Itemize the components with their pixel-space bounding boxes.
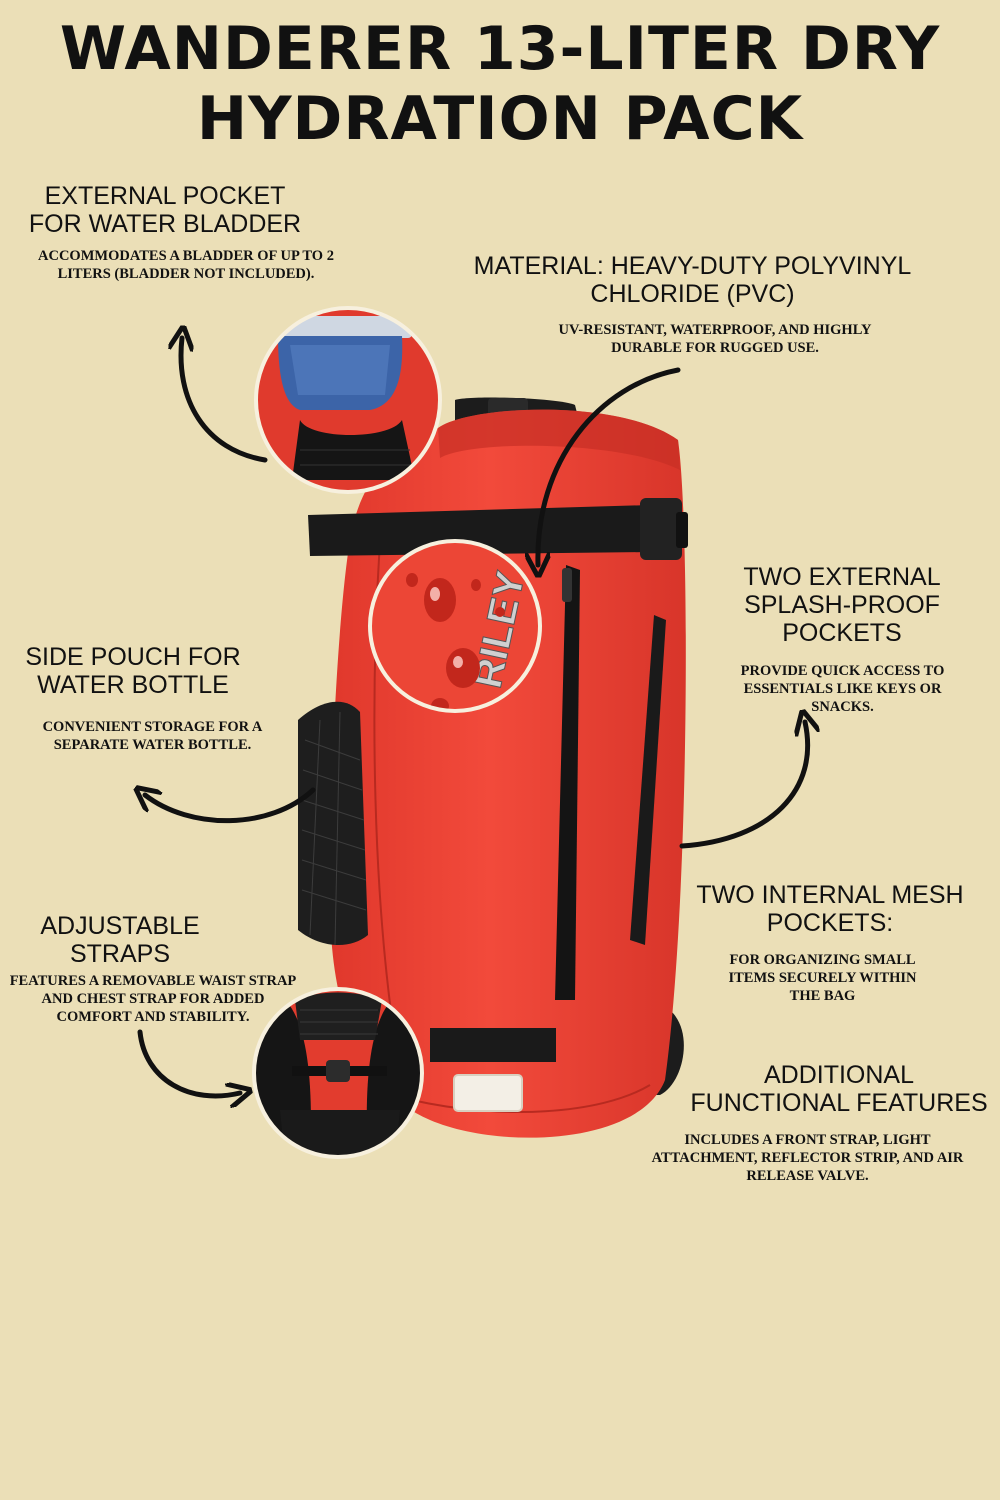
arrow-to-material bbox=[538, 367, 681, 565]
text-line: MATERIAL: HEAVY-DUTY POLYVINYL bbox=[473, 252, 912, 280]
text-line: FUNCTIONAL FEATURES bbox=[690, 1089, 988, 1117]
text-line: EXTERNAL POCKET bbox=[44, 182, 286, 210]
text-line: ITEMS SECURELY WITHIN bbox=[728, 970, 917, 986]
text-line: PROVIDE QUICK ACCESS TO bbox=[740, 663, 945, 679]
text-line: ADDITIONAL bbox=[763, 1061, 915, 1089]
arrow-to-bladder-heading bbox=[181, 338, 268, 463]
arrow-to-straps bbox=[137, 1029, 240, 1096]
text-line: ESSENTIALS LIKE KEYS OR bbox=[743, 681, 942, 697]
text-line: FOR ORGANIZING SMALL bbox=[729, 952, 916, 968]
feature-desc-internal-pockets: FOR ORGANIZING SMALL ITEMS SECURELY WITH… bbox=[700, 951, 945, 1005]
text-line: SPLASH-PROOF bbox=[744, 591, 940, 619]
text-line: AND CHEST STRAP FOR ADDED bbox=[41, 991, 265, 1007]
text-line: TWO EXTERNAL bbox=[743, 563, 941, 591]
text-line: CONVENIENT STORAGE FOR A bbox=[42, 719, 263, 735]
material-droplets-closeup: RILEY bbox=[368, 539, 542, 713]
text-line: INCLUDES A FRONT STRAP, LIGHT bbox=[684, 1132, 931, 1148]
text-line: POCKETS bbox=[782, 619, 902, 647]
feature-desc-external-pockets: PROVIDE QUICK ACCESS TO ESSENTIALS LIKE … bbox=[700, 662, 985, 716]
text-line: STRAPS bbox=[69, 940, 171, 968]
text-line: UV-RESISTANT, WATERPROOF, AND HIGHLY bbox=[558, 322, 872, 338]
text-line: FEATURES A REMOVABLE WAIST STRAP bbox=[9, 973, 297, 989]
text-line: ACCOMMODATES A BLADDER OF UP TO 2 bbox=[38, 248, 334, 264]
title-line-1: WANDERER 13-LITER DRY bbox=[59, 14, 941, 84]
text-line: TWO INTERNAL MESH bbox=[696, 881, 964, 909]
text-line: ATTACHMENT, REFLECTOR STRIP, AND AIR bbox=[651, 1150, 964, 1166]
feature-heading-external-pockets: TWO EXTERNAL SPLASH-PROOF POCKETS bbox=[712, 563, 972, 647]
text-line: SIDE POUCH FOR bbox=[25, 643, 241, 671]
feature-desc-side-pouch: CONVENIENT STORAGE FOR A SEPARATE WATER … bbox=[0, 718, 305, 754]
feature-heading-material: MATERIAL: HEAVY-DUTY POLYVINYL CHLORIDE … bbox=[445, 252, 940, 308]
feature-desc-additional: INCLUDES A FRONT STRAP, LIGHT ATTACHMENT… bbox=[620, 1131, 995, 1185]
text-line: LITERS (BLADDER NOT INCLUDED). bbox=[57, 266, 315, 282]
feature-heading-side-pouch: SIDE POUCH FOR WATER BOTTLE bbox=[0, 643, 266, 699]
feature-heading-straps: ADJUSTABLE STRAPS bbox=[0, 912, 240, 968]
bladder-pocket-closeup bbox=[254, 306, 442, 494]
text-line: SNACKS. bbox=[811, 699, 874, 715]
feature-desc-material: UV-RESISTANT, WATERPROOF, AND HIGHLY DUR… bbox=[500, 321, 930, 357]
text-line: WATER BOTTLE bbox=[37, 671, 229, 699]
feature-heading-external-pocket: EXTERNAL POCKET FOR WATER BLADDER bbox=[0, 182, 330, 238]
text-line: DURABLE FOR RUGGED USE. bbox=[611, 340, 819, 356]
straps-closeup bbox=[252, 987, 424, 1159]
text-line: FOR WATER BLADDER bbox=[28, 210, 302, 238]
text-line: CHLORIDE (PVC) bbox=[590, 280, 795, 308]
text-line: THE BAG bbox=[789, 988, 856, 1004]
feature-desc-straps: FEATURES A REMOVABLE WAIST STRAP AND CHE… bbox=[0, 972, 318, 1026]
text-line: RELEASE VALVE. bbox=[746, 1168, 869, 1184]
text-line: ADJUSTABLE bbox=[40, 912, 200, 940]
feature-desc-external-pocket: ACCOMMODATES A BLADDER OF UP TO 2 LITERS… bbox=[0, 247, 372, 283]
feature-heading-additional: ADDITIONAL FUNCTIONAL FEATURES bbox=[680, 1061, 998, 1117]
title-line-2: HYDRATION PACK bbox=[196, 84, 804, 154]
page-title: WANDERER 13-LITER DRY HYDRATION PACK bbox=[0, 14, 1000, 154]
arrow-to-pockets-heading bbox=[679, 722, 808, 849]
text-line: SEPARATE WATER BOTTLE. bbox=[53, 737, 252, 753]
feature-heading-internal-pockets: TWO INTERNAL MESH POCKETS: bbox=[680, 881, 980, 937]
arrow-to-side-pouch-heading bbox=[145, 790, 316, 824]
text-line: COMFORT AND STABILITY. bbox=[56, 1009, 250, 1025]
text-line: POCKETS: bbox=[766, 909, 894, 937]
